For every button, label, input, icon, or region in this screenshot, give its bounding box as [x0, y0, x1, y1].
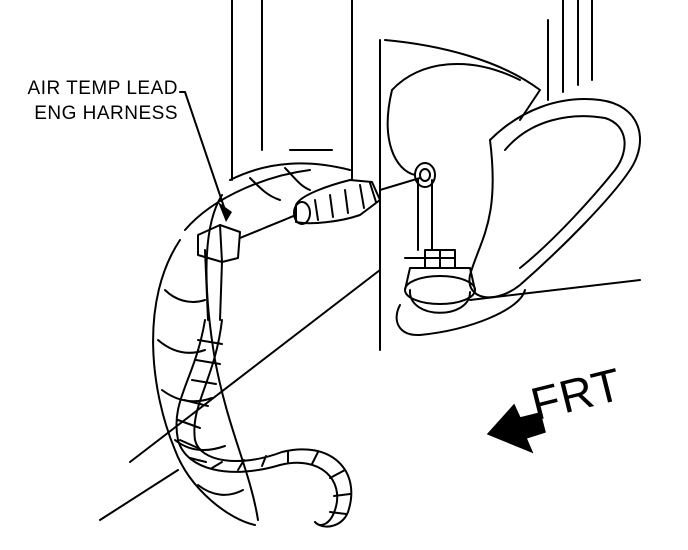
engine-harness-bundle	[152, 162, 351, 526]
air-temp-sensor	[293, 177, 421, 225]
callout-leader	[179, 91, 226, 211]
engine-panel-lines	[99, 0, 641, 521]
callout-arrowhead	[218, 202, 232, 222]
sensor-mount-bolt	[404, 162, 476, 314]
front-direction-arrow-icon	[486, 403, 546, 454]
air-intake-duct	[384, 39, 641, 337]
callout-line-2: ENG HARNESS	[34, 103, 178, 124]
air-temp-lead-callout: AIR TEMP LEAD ENG HARNESS	[6, 76, 178, 126]
harness-connector	[197, 214, 297, 321]
air-temp-lead-conduit	[175, 319, 353, 528]
callout-line-1: AIR TEMP LEAD	[27, 78, 178, 99]
